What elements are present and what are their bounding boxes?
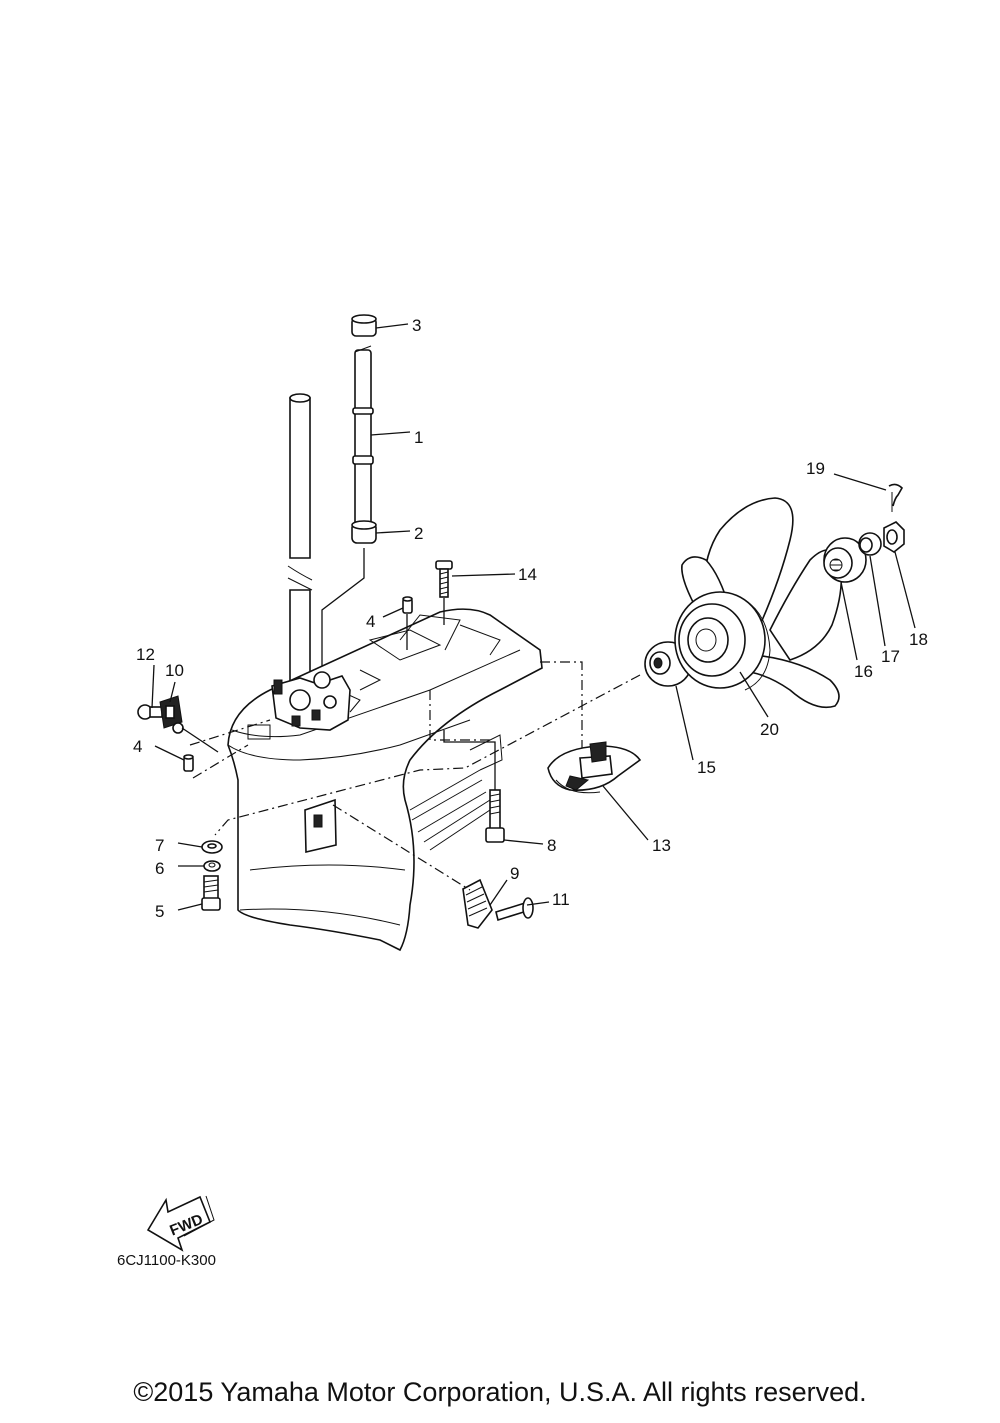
callout-12: 12 <box>136 645 155 664</box>
fwd-arrow-icon: FWD <box>146 1195 215 1252</box>
clamp-10 <box>159 695 184 734</box>
callout-4-lower: 4 <box>133 737 142 756</box>
callout-4-upper: 4 <box>366 612 375 631</box>
leader-lines <box>151 323 916 911</box>
bolt-12 <box>137 704 163 720</box>
callout-3: 3 <box>412 316 421 335</box>
lock-washer-6 <box>203 860 221 872</box>
callout-2: 2 <box>414 524 423 543</box>
callout-16: 16 <box>854 662 873 681</box>
callout-labels: 1 2 3 4 4 5 6 7 8 9 10 11 12 13 14 15 16… <box>133 316 928 921</box>
callout-13: 13 <box>652 836 671 855</box>
callout-18: 18 <box>909 630 928 649</box>
callout-10: 10 <box>165 661 184 680</box>
cotter-pin-19 <box>888 483 903 512</box>
callout-20: 20 <box>760 720 779 739</box>
nut-18 <box>883 521 905 553</box>
alignment-lines <box>189 661 641 891</box>
drive-shaft <box>287 393 313 721</box>
water-pump <box>271 671 351 731</box>
callout-19: 19 <box>806 459 825 478</box>
callout-14: 14 <box>518 565 537 584</box>
callout-6: 6 <box>155 859 164 878</box>
callout-5: 5 <box>155 902 164 921</box>
callout-9: 9 <box>510 864 519 883</box>
grommet-2 <box>351 520 377 544</box>
propeller-20 <box>674 497 843 709</box>
copyright-notice: ©2015 Yamaha Motor Corporation, U.S.A. A… <box>133 1377 867 1407</box>
diagram-code: 6CJ1100-K300 <box>117 1252 216 1269</box>
callout-1: 1 <box>414 428 423 447</box>
grommet-3 <box>351 314 377 337</box>
callout-15: 15 <box>697 758 716 777</box>
bolt-14 <box>435 560 453 625</box>
dowel-pin-4-upper <box>402 596 413 650</box>
screw-11 <box>495 897 534 922</box>
washer-7 <box>201 840 223 854</box>
callout-17: 17 <box>881 647 900 666</box>
water-tube-1 <box>352 345 374 534</box>
trim-tab-9 <box>462 878 493 929</box>
bolt-8 <box>443 730 505 843</box>
callout-7: 7 <box>155 836 164 855</box>
dowel-pin-4-lower <box>183 754 194 772</box>
washer-17 <box>858 532 882 556</box>
callout-11: 11 <box>552 890 570 909</box>
spacer-16 <box>823 537 867 583</box>
bolt-5 <box>201 875 221 911</box>
anode-13 <box>547 741 642 794</box>
callout-8: 8 <box>547 836 556 855</box>
